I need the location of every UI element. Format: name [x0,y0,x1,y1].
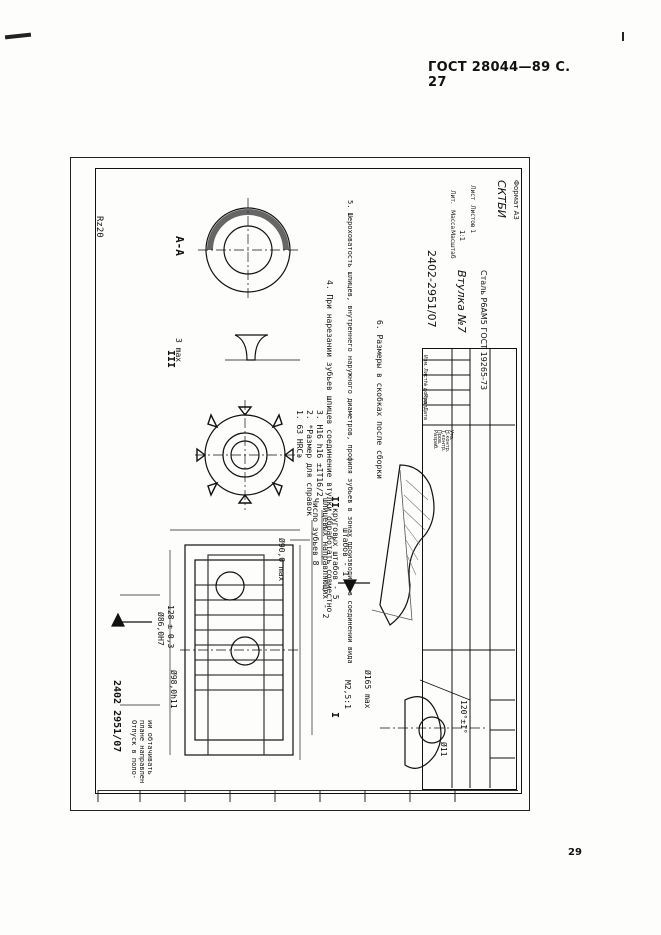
dimension-label: M2,5:1 [343,680,352,709]
title-material: Сталь Р6АМ5 ГОСТ 19265-73 [479,270,488,391]
note-item: 1. 63 HRCэ [295,410,304,459]
scan-dot-mark [622,32,624,41]
title-cell: Лит. [449,190,456,204]
title-row-label: Дата [422,407,428,420]
title-row-label: Изм. [422,355,428,367]
title-cell: Масса [449,210,456,230]
dimension-label: Ø86,0H7 [156,612,165,646]
dimension-lines-main [120,510,323,760]
tooth-profile-detail [225,334,300,361]
section-label-aa: А-А [173,236,186,256]
side-note-line: плане направлен [138,720,146,784]
roughness-symbol: Rz20 [94,216,104,238]
title-designation: 2402-2951/07 [425,250,438,328]
note-item: 6. Размеры в скобках после сборки [375,320,384,479]
bottom-strip-lines [97,790,456,802]
title-cell: Листов 1 [469,205,476,234]
page-header: ГОСТ 28044—89 С. 27 [428,60,571,90]
detail-i-view [380,679,485,769]
title-part-name: Втулка №7 [455,270,468,333]
title-format: Формат А3 [512,180,520,220]
title-cell: 1:1 [458,230,466,242]
drawing-outer-frame [70,157,530,811]
drawing-inner-frame [95,168,522,794]
dimension-label: 128 ± 0,3 [166,605,175,649]
bushing-main-view [180,544,300,756]
page-number: 29 [568,847,582,858]
gear-detail-view [195,400,300,510]
note-item: 4. При нарезании зубьев шлицев соединени… [325,280,334,613]
note-item: 2. *Размер для справок [305,410,314,516]
note-item: 5. Шероховатость шлицев, внутреннего нар… [346,200,354,664]
title-block [422,348,517,790]
title-block-lines [422,348,515,788]
title-cell: Лист [469,185,476,201]
side-note-line: Отпуск в поло- [130,720,138,780]
title-row-label: Лист [422,368,428,381]
detail-ii-view [371,464,435,626]
note-item: 3. H16 h16 ±IT16/2 [315,410,324,497]
section-arrows [111,579,370,627]
dimension-label: 3 max [174,338,183,363]
side-note-line: ии обтачивать [146,720,154,775]
dimension-label: Ø90,0 max [277,538,286,582]
section-aa-view [198,198,300,300]
detail-i-label: I [329,712,340,719]
title-org: СКТБИ [495,180,508,218]
drawing-bottom-strip [98,790,518,803]
title-row-label: Утв. [448,430,454,441]
designation-left: 2402 2951/07 [111,680,122,753]
title-cell: Масштаб [449,230,456,259]
dimension-label: Ø98,0h11 [169,670,178,709]
dimension-label: Ø165 max [363,670,372,709]
